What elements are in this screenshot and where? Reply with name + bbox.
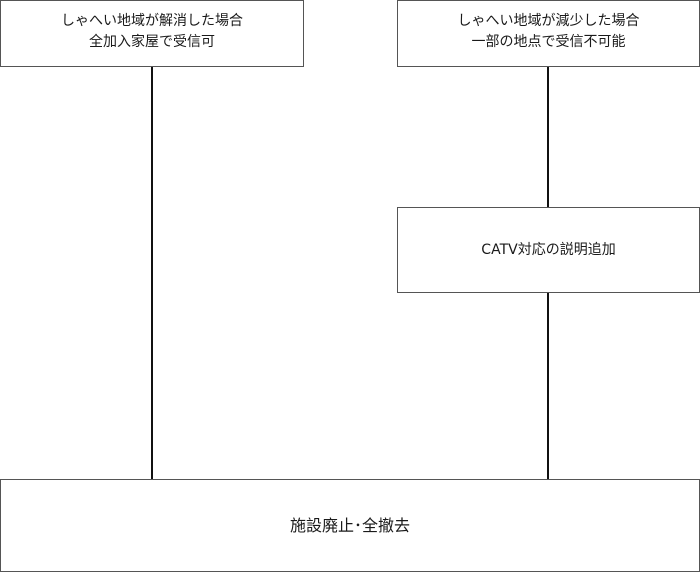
case-shielding-resolved-line2: 全加入家屋で受信可: [89, 34, 215, 50]
catv-explanation-box: CATV対応の説明追加: [397, 207, 700, 293]
case-shielding-reduced-box: しゃへい地域が減少した場合 一部の地点で受信不可能: [397, 0, 700, 67]
case-shielding-resolved-line1: しゃへい地域が解消した場合: [61, 13, 243, 29]
case-shielding-reduced-line1: しゃへい地域が減少した場合: [457, 13, 640, 29]
connector-catv-to-bottom: [547, 293, 549, 479]
facility-removal-label: 施設廃止･全撤去: [289, 515, 410, 535]
case-shielding-resolved-box: しゃへい地域が解消した場合 全加入家屋で受信可: [0, 0, 304, 67]
catv-explanation-label: CATV対応の説明追加: [481, 241, 616, 258]
facility-removal-box: 施設廃止･全撤去: [0, 479, 700, 572]
connector-left-to-bottom: [151, 67, 153, 479]
connector-right-to-catv: [547, 67, 549, 207]
case-shielding-reduced-line2: 一部の地点で受信不可能: [471, 34, 626, 50]
